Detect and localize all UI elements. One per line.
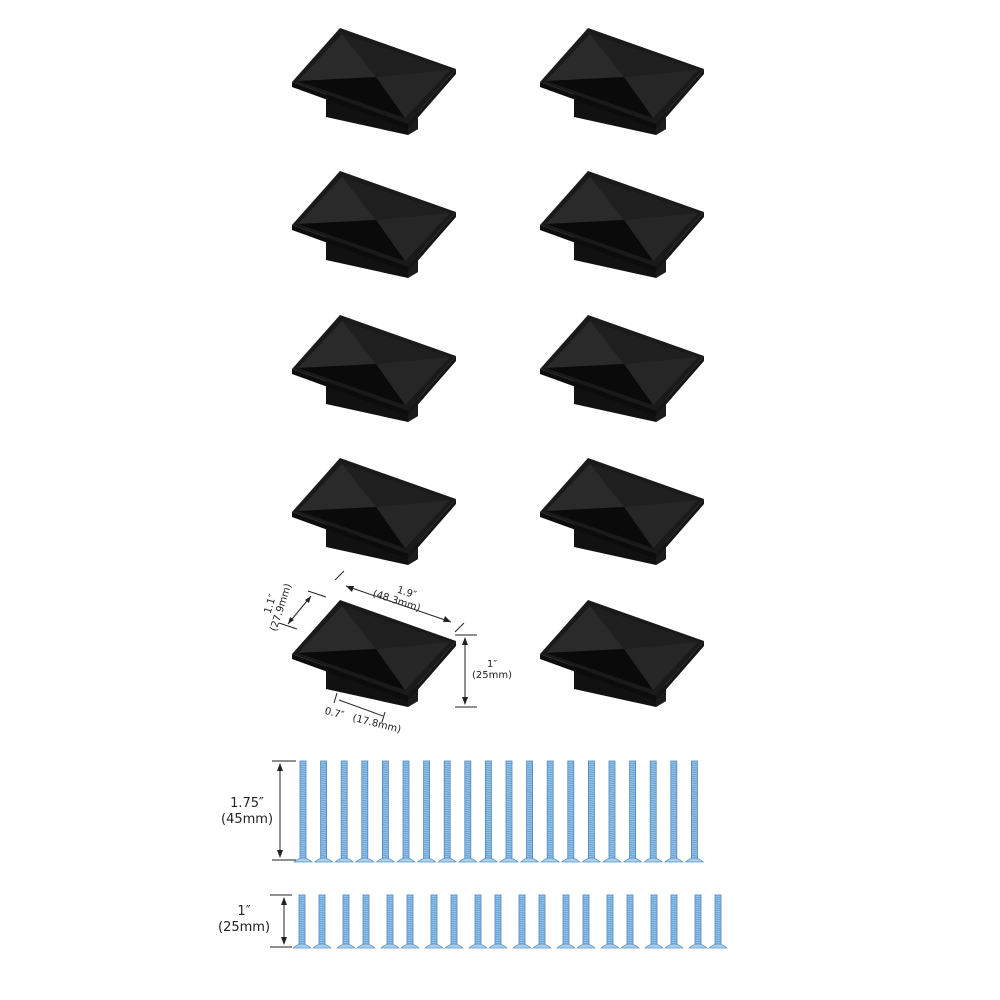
screw-icon [663, 894, 685, 949]
screw-icon [457, 760, 478, 863]
screw-icon [291, 894, 313, 949]
screw-icon [292, 760, 314, 863]
pyramid-knob-icon [540, 171, 704, 278]
cabinet-knob [290, 25, 460, 140]
screw-icon [560, 760, 581, 863]
screw-icon [519, 760, 540, 863]
screw-icon [511, 894, 533, 949]
cabinet-knob [290, 455, 460, 570]
screw-icon [622, 760, 643, 863]
pyramid-knob-icon [540, 28, 704, 135]
pyramid-knob-icon [292, 600, 456, 707]
screw-icon [575, 894, 597, 949]
pyramid-knob-icon [540, 600, 704, 707]
pyramid-knob-icon [292, 28, 456, 135]
screw-icon [416, 760, 437, 863]
cabinet-knob [538, 312, 708, 427]
cabinet-knob [290, 597, 460, 712]
pyramid-knob-icon [292, 315, 456, 422]
screw-icon [687, 894, 709, 949]
screw-icon [399, 894, 421, 949]
screw-icon [498, 760, 520, 863]
screw-icon [334, 760, 355, 863]
short-screw-label: 1″ (25mm) [218, 904, 271, 935]
screw-icon [467, 894, 489, 949]
screw-icon [355, 894, 377, 949]
screw-icon [395, 760, 417, 863]
screw-icon [619, 894, 641, 949]
screw-icon [555, 894, 577, 949]
cabinet-knob [538, 168, 708, 283]
screw-icon [354, 760, 375, 863]
screw-icon [478, 760, 499, 863]
screw-icon [684, 760, 705, 863]
screw-icon [707, 894, 729, 949]
pyramid-knob-icon [292, 458, 456, 565]
cabinet-knob [538, 597, 708, 712]
screw-icon [313, 760, 334, 863]
screw-icon [531, 894, 553, 949]
screw-icon [375, 760, 396, 863]
height-label: 1″ (25mm) [472, 659, 513, 681]
screw-icon [423, 894, 445, 949]
screw-icon [663, 760, 684, 863]
pyramid-knob-icon [540, 315, 704, 422]
screw-icon [335, 894, 357, 949]
screw-icon [581, 760, 602, 863]
screw-icon [437, 760, 458, 863]
screw-icon [643, 760, 664, 863]
cabinet-knob [538, 455, 708, 570]
screw-icon [643, 894, 665, 949]
screw-icon [487, 894, 509, 949]
screw-icon [540, 760, 561, 863]
screw-icon [379, 894, 401, 949]
screw-icon [601, 760, 623, 863]
screw-icon [311, 894, 333, 949]
long-screw-label: 1.75″ (45mm) [221, 796, 274, 827]
pyramid-knob-icon [540, 458, 704, 565]
screw-icon [443, 894, 465, 949]
pyramid-knob-icon [292, 171, 456, 278]
screw-icon [599, 894, 621, 949]
cabinet-knob [538, 25, 708, 140]
cabinet-knob [290, 312, 460, 427]
cabinet-knob [290, 168, 460, 283]
